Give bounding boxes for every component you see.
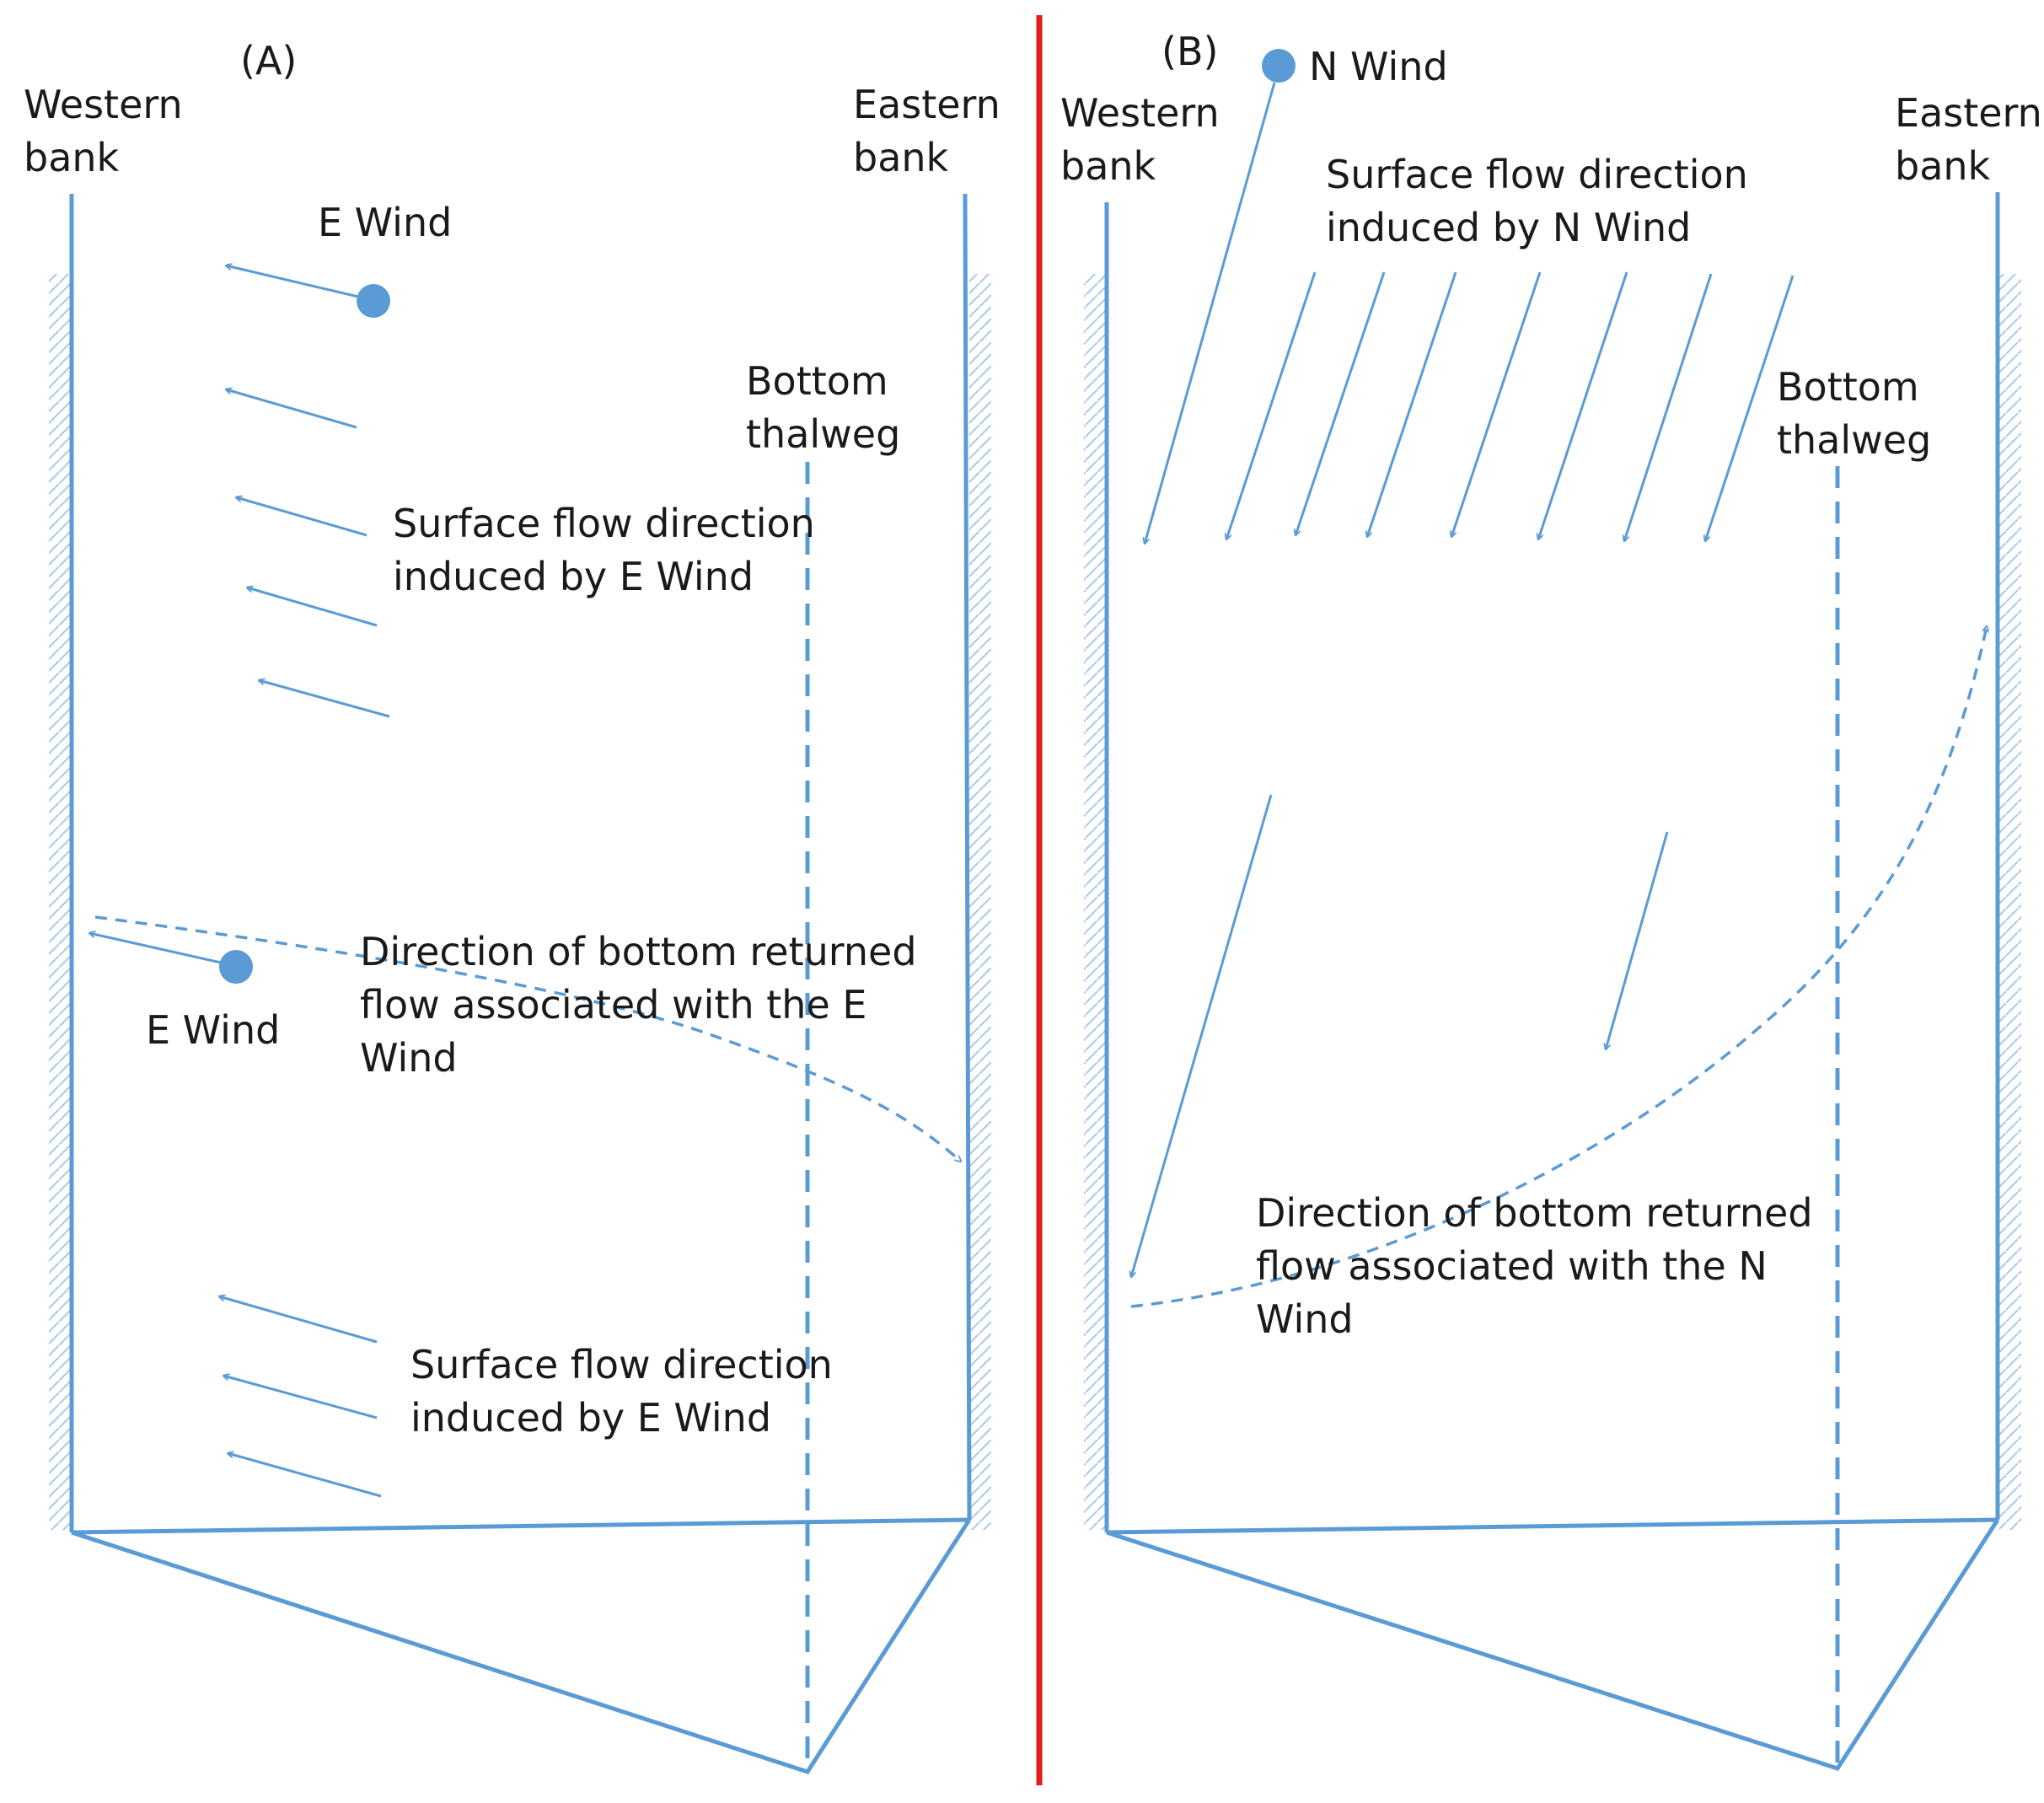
surface-arrow <box>236 497 367 537</box>
panel-a-wind-label-top: E Wind <box>318 200 452 245</box>
panel-b-channel <box>1104 192 2000 1771</box>
panel-a-eastern-bank-hatch <box>969 274 991 1530</box>
panel-b-return-flow-curve <box>1130 626 1987 1308</box>
panel-b-thalweg-label: Bottom thalweg <box>1777 364 1931 463</box>
panel-a-cross-section <box>71 1518 972 1774</box>
surface-arrow <box>1296 271 1386 535</box>
panel-b-wind-dot <box>1262 49 1296 83</box>
panel-b-long-arrow-right <box>1606 831 1669 1049</box>
panel-b-eastern-bank-label: Eastern bank <box>1895 90 2044 189</box>
panel-a-wind-arrow-top <box>226 266 359 298</box>
panel-b-western-bank-label: Western bank <box>1060 90 1231 189</box>
panel-a-wind-dot-top <box>357 284 390 318</box>
surface-arrow <box>247 588 378 627</box>
panel-a-western-bank-hatch <box>49 274 71 1530</box>
surface-arrow <box>1367 271 1457 537</box>
panel-a-return-flow-label: Direction of bottom returned flow associ… <box>360 929 929 1081</box>
panel-a-surface-flow-label-bottom: Surface flow direction induced by E Wind <box>410 1342 845 1441</box>
panel-a-eastern-bank-line <box>963 193 972 1521</box>
panel-b-cross-section <box>1106 1518 2000 1771</box>
panel-a-wind-dot-bottom <box>219 950 253 984</box>
surface-arrow <box>223 1376 378 1419</box>
panel-b-surface-flow-label: Surface flow direction induced by N Wind <box>1326 152 1760 250</box>
panel-a-eastern-bank-label: Eastern bank <box>853 82 1012 180</box>
panel-b-eastern-bank-hatch <box>1999 274 2021 1530</box>
surface-arrow <box>228 1453 382 1498</box>
panel-a-label: (A) <box>240 38 297 83</box>
panel-a-wind-label-bottom: E Wind <box>146 1007 280 1053</box>
panel-b-top-edge <box>1106 1517 1998 1535</box>
panel-a-surface-arrows-top <box>226 389 390 718</box>
surface-arrow <box>259 680 390 718</box>
panel-a-surface-arrows-bottom <box>219 1296 382 1498</box>
panel-a-top-edge <box>71 1517 970 1535</box>
surface-arrow <box>219 1296 378 1344</box>
panel-a-thalweg-label: Bottom thalweg <box>746 358 900 457</box>
panel-a-return-flow-curve <box>94 915 961 1162</box>
panel-a: (A) Western bank Eastern bank Bottom tha… <box>24 38 1012 1774</box>
surface-arrow <box>1705 275 1795 541</box>
panel-b-wind-label: N Wind <box>1309 44 1448 89</box>
surface-arrow <box>1226 271 1317 539</box>
surface-arrow <box>1451 271 1542 537</box>
panel-a-western-bank-label: Western bank <box>24 82 195 180</box>
panel-b-surface-arrows <box>1226 271 1795 541</box>
panel-b-western-bank-hatch <box>1084 274 1106 1530</box>
surface-arrow <box>226 389 357 429</box>
panel-b-long-arrow-left <box>1131 794 1273 1277</box>
panel-b: (B) Western bank Eastern bank Bottom tha… <box>1060 29 2044 1771</box>
panel-b-return-flow-label: Direction of bottom returned flow associ… <box>1256 1190 1825 1342</box>
panel-b-label: (B) <box>1161 29 1218 74</box>
panel-a-wind-arrow-bottom <box>89 933 222 964</box>
surface-arrow <box>1624 273 1713 541</box>
panel-a-surface-flow-label-top: Surface flow direction induced by E Wind <box>393 501 827 599</box>
panel-b-wind-arrow <box>1145 82 1276 544</box>
surface-arrow <box>1538 271 1628 539</box>
panel-a-channel <box>69 193 972 1774</box>
